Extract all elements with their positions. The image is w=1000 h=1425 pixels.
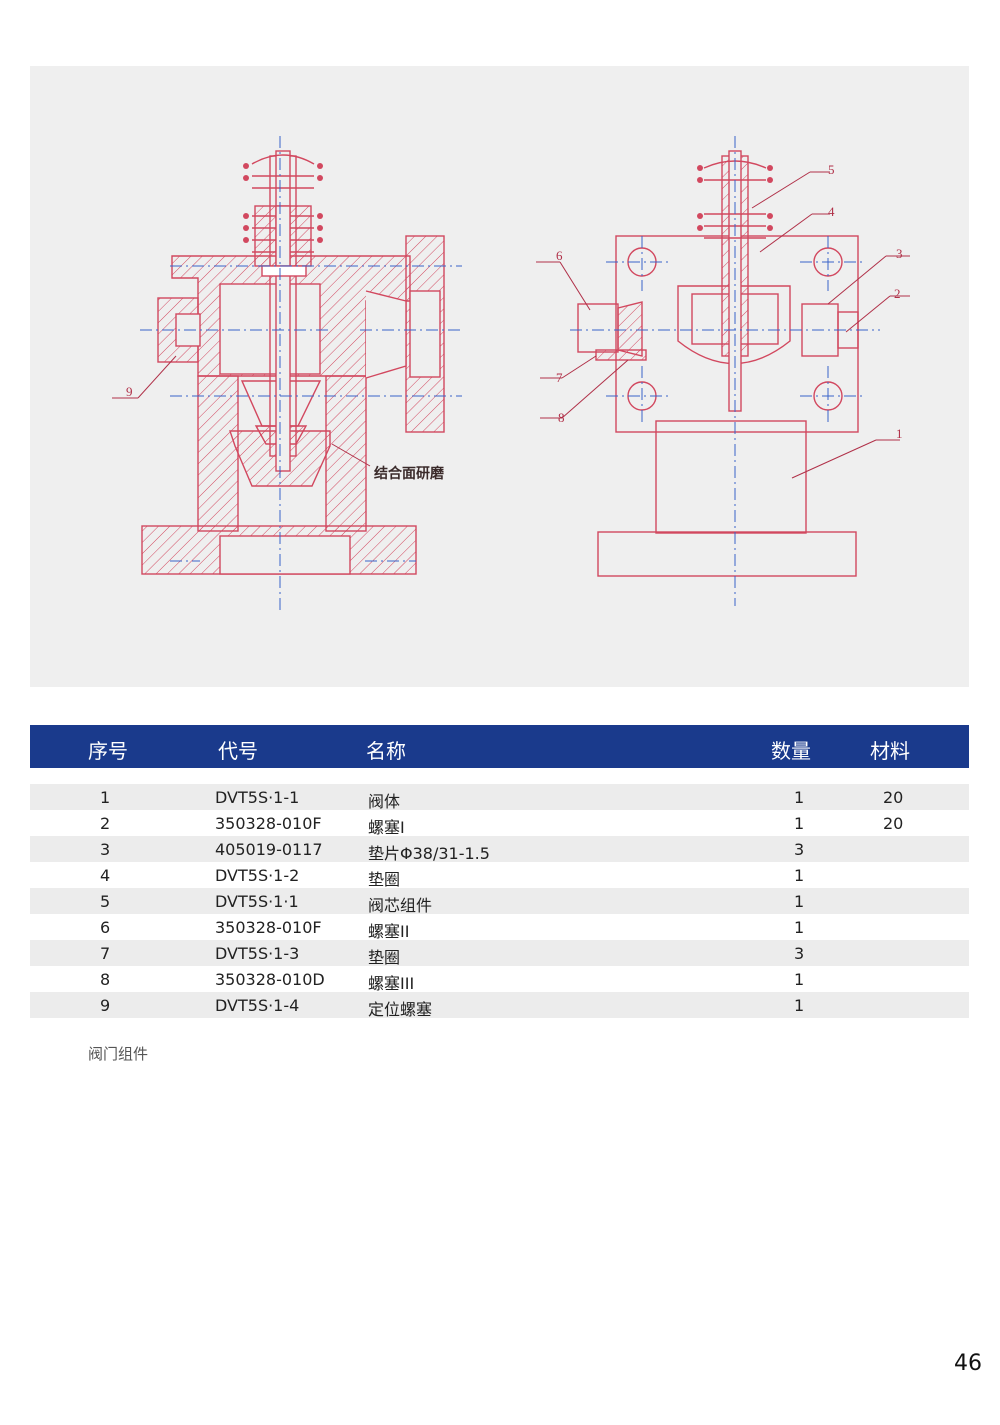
cell-seq: 4: [100, 866, 111, 885]
cell-qty: 1: [794, 918, 805, 937]
cell-code: 350328-010F: [215, 814, 322, 833]
table-row: 3 405019-0117 垫片Φ38/31-1.5 3: [30, 836, 969, 863]
right-side-view: [577, 150, 859, 577]
cell-qty: 1: [794, 866, 805, 885]
cell-qty: 3: [794, 944, 805, 963]
callout-8: 8: [558, 410, 565, 425]
callout-3: 3: [896, 246, 903, 261]
callout-1: 1: [896, 426, 903, 441]
cell-code: 405019-0117: [215, 840, 323, 859]
cell-name: 定位螺塞: [368, 1000, 433, 1019]
left-centerlines: [140, 136, 462, 614]
callout-6: 6: [556, 248, 563, 263]
cell-name: 阀体: [368, 792, 401, 811]
table-row: 7 DVT5S·1-3 垫圈 3: [30, 940, 969, 967]
header-code: 代号: [218, 739, 258, 763]
cell-qty: 1: [794, 970, 805, 989]
cell-code: 350328-010F: [215, 918, 322, 937]
page-number: 46: [954, 1351, 982, 1376]
table-row: 6 350328-010F 螺塞II 1: [30, 914, 969, 941]
callout-7: 7: [556, 370, 563, 385]
cell-code: DVT5S·1-4: [215, 996, 300, 1015]
cell-code: DVT5S·1·1: [215, 892, 299, 911]
figure-caption: 阀门组件: [88, 1045, 149, 1063]
cell-material: 20: [883, 788, 904, 807]
cell-code: 350328-010D: [215, 970, 325, 989]
header-qty: 数量: [771, 739, 811, 763]
callout-9: 9: [126, 384, 133, 399]
cell-name: 螺塞I: [368, 818, 405, 837]
cell-qty: 1: [794, 814, 805, 833]
cell-name: 螺塞II: [368, 922, 410, 941]
cell-qty: 1: [794, 788, 805, 807]
cell-seq: 8: [100, 970, 111, 989]
table-row: 2 350328-010F 螺塞I 1 20: [30, 810, 969, 837]
callout-4: 4: [828, 204, 835, 219]
cell-name: 螺塞III: [368, 974, 415, 993]
callout-2: 2: [894, 286, 901, 301]
table-row: 1 DVT5S·1-1 阀体 1 20: [30, 784, 969, 811]
callout-5: 5: [828, 162, 835, 177]
table-row: 4 DVT5S·1-2 垫圈 1: [30, 862, 969, 889]
cell-seq: 3: [100, 840, 111, 859]
cell-qty: 1: [794, 996, 805, 1015]
cell-seq: 7: [100, 944, 111, 963]
callout-leaders: [112, 171, 910, 479]
technical-drawing-panel: 9 5 4 3 2 1 6 7 8 结合面研磨: [30, 66, 969, 687]
cell-seq: 1: [100, 788, 111, 807]
table-row: 5 DVT5S·1·1 阀芯组件 1: [30, 888, 969, 915]
cell-seq: 6: [100, 918, 111, 937]
cell-name: 垫圈: [368, 948, 401, 967]
cell-seq: 2: [100, 814, 111, 833]
cell-code: DVT5S·1-2: [215, 866, 300, 885]
parts-table-header: 序号 代号 名称 数量 材料: [30, 725, 969, 768]
cell-seq: 9: [100, 996, 111, 1015]
cell-qty: 1: [794, 892, 805, 911]
left-section-view: [141, 150, 445, 575]
cell-name: 垫片Φ38/31-1.5: [368, 844, 490, 863]
cell-code: DVT5S·1-3: [215, 944, 300, 963]
table-row: 8 350328-010D 螺塞III 1: [30, 966, 969, 993]
table-row: 9 DVT5S·1-4 定位螺塞 1: [30, 992, 969, 1019]
cell-name: 垫圈: [368, 870, 401, 889]
header-material: 材料: [870, 739, 910, 763]
cell-name: 阀芯组件: [368, 896, 433, 915]
lapping-surface-annotation: 结合面研磨: [374, 465, 445, 482]
parts-table: 1 DVT5S·1-1 阀体 1 20 2 350328-010F 螺塞I 1 …: [30, 784, 969, 1019]
cell-qty: 3: [794, 840, 805, 859]
cell-code: DVT5S·1-1: [215, 788, 300, 807]
header-name: 名称: [366, 739, 406, 763]
header-seq: 序号: [88, 739, 128, 763]
cell-material: 20: [883, 814, 904, 833]
cell-seq: 5: [100, 892, 111, 911]
valve-assembly-drawing: 9 5 4 3 2 1 6 7 8 结合面研磨: [112, 136, 910, 614]
right-centerlines: [570, 136, 880, 606]
